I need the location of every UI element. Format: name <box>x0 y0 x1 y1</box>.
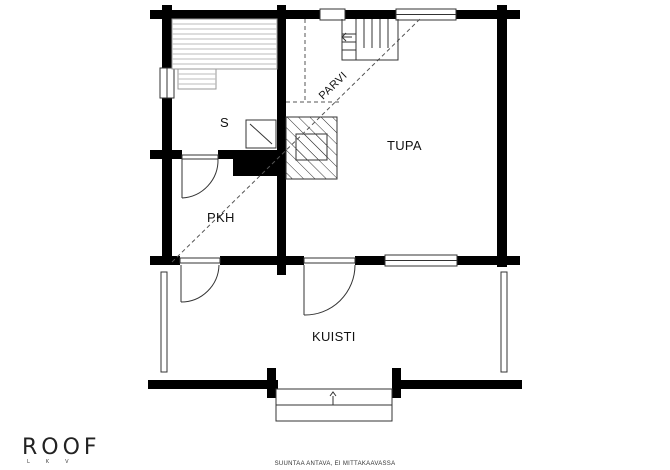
windows <box>159 8 458 267</box>
stairs <box>341 19 399 61</box>
room-label-parvi: PARVI <box>317 70 350 103</box>
sauna-stove <box>245 119 277 149</box>
brand-logo: ROOF <box>22 435 101 460</box>
room-label-pkh: PKH <box>207 210 235 225</box>
fireplace <box>285 116 338 180</box>
room-label-kuisti: KUISTI <box>312 329 356 344</box>
brand-logo-sub: LKV <box>27 459 85 465</box>
doors <box>179 154 356 316</box>
entrance-steps <box>275 388 393 422</box>
sauna-bench <box>171 18 278 90</box>
room-label-tupa: TUPA <box>387 138 422 153</box>
room-label-s: S <box>220 115 229 130</box>
scale-disclaimer: SUUNTAA ANTAVA, EI MITTAKAAVASSA <box>274 461 396 467</box>
kuisti-side-walls <box>160 271 508 373</box>
